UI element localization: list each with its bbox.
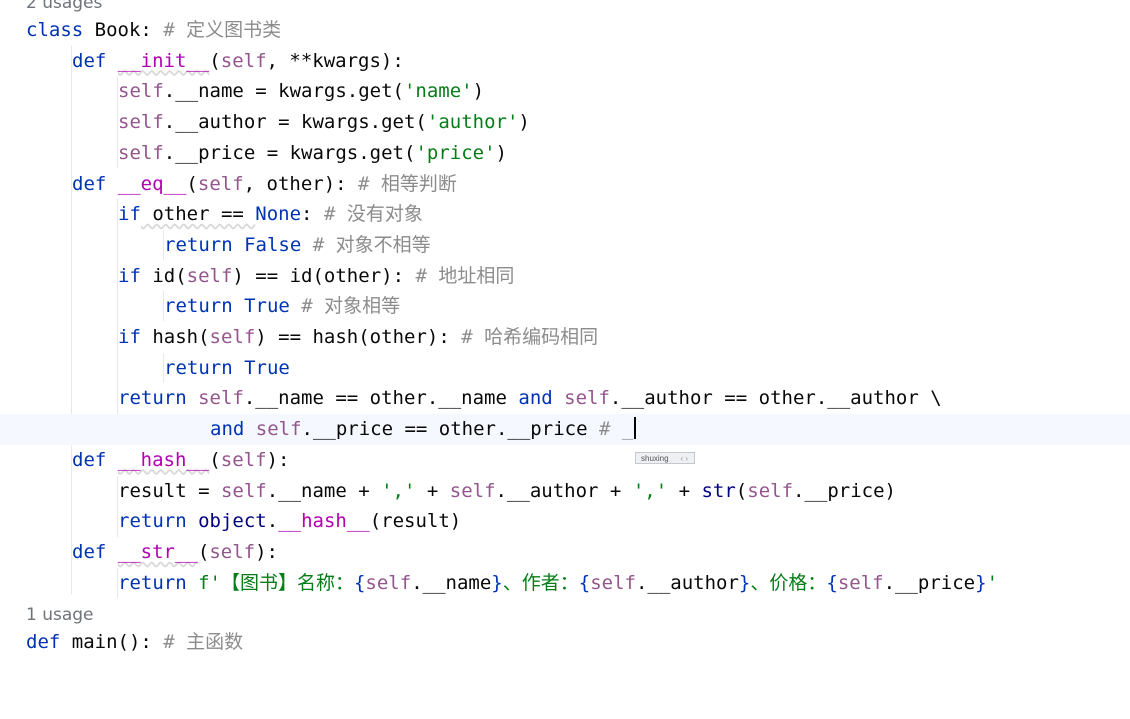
comment: 定义图书类 — [186, 19, 282, 41]
method-name: __hash__ — [117, 448, 210, 471]
code-line[interactable]: return True # 对象相等 — [164, 295, 401, 318]
indent-guide — [117, 199, 118, 445]
ime-page-arrows-icon[interactable]: ‹ › — [680, 454, 688, 463]
ime-candidate-popup[interactable]: shuxing ‹ › — [635, 452, 695, 464]
comment: 地址相同 — [438, 264, 515, 287]
text-caret — [634, 417, 637, 440]
code-line[interactable]: self.__name = kwargs.get('name') — [118, 80, 485, 103]
code-line[interactable]: def __str__(self): — [72, 540, 278, 563]
comment: 没有对象 — [346, 203, 423, 226]
code-line[interactable]: return True — [164, 356, 290, 379]
code-line[interactable]: return self.__name == other.__name and s… — [118, 387, 942, 410]
code-line[interactable]: def main(): # 主函数 — [26, 631, 244, 653]
indent-guide — [163, 353, 164, 383]
code-line[interactable]: result = self.__name + ',' + self.__auth… — [118, 479, 896, 502]
comment: 哈希编码相同 — [484, 326, 599, 348]
code-line[interactable]: def __hash__(self): — [72, 448, 290, 471]
code-line[interactable]: class Book: # 定义图书类 — [26, 19, 282, 41]
indent-guide — [163, 291, 164, 321]
code-line[interactable]: if other == None: # 没有对象 — [118, 203, 423, 226]
code-line[interactable]: return object.__hash__(result) — [118, 510, 462, 533]
comment: 对象不相等 — [335, 233, 431, 256]
comment: 对象相等 — [324, 295, 401, 318]
code-line[interactable]: if hash(self) == hash(other): # 哈希编码相同 — [118, 326, 599, 348]
code-line-current[interactable]: and self.__price == other.__price # _ — [0, 414, 1130, 445]
code-line[interactable]: return f'【图书】名称：{self.__name}、作者：{self._… — [118, 571, 999, 594]
code-line[interactable]: if id(self) == id(other): # 地址相同 — [118, 264, 515, 287]
indent-guide — [117, 76, 118, 168]
code-line[interactable]: def __eq__(self, other): # 相等判断 — [72, 172, 457, 195]
indent-guide — [117, 476, 118, 537]
usage-hint[interactable]: 2 usages — [26, 0, 103, 13]
code-line[interactable]: self.__price = kwargs.get('price') — [118, 141, 507, 164]
keyword: class — [26, 19, 84, 41]
comment: 相等判断 — [380, 172, 457, 195]
indent-guide — [163, 230, 164, 260]
code-line[interactable]: def __init__(self, **kwargs): — [72, 49, 404, 72]
code-line[interactable]: self.__author = kwargs.get('author') — [118, 111, 530, 134]
ime-composition-text: shuxing — [641, 454, 669, 463]
class-name: Book: — [83, 19, 152, 41]
usage-hint[interactable]: 1 usage — [26, 605, 94, 625]
method-name: __eq__ — [117, 172, 187, 195]
method-name: __init__ — [117, 49, 210, 72]
method-name: __str__ — [117, 540, 198, 563]
indent-guide — [117, 568, 118, 598]
code-editor[interactable]: 2 usages class Book: # 定义图书类 def __init_… — [0, 0, 1130, 653]
code-line[interactable]: return False # 对象不相等 — [164, 233, 431, 256]
indent-guide — [71, 46, 72, 594]
